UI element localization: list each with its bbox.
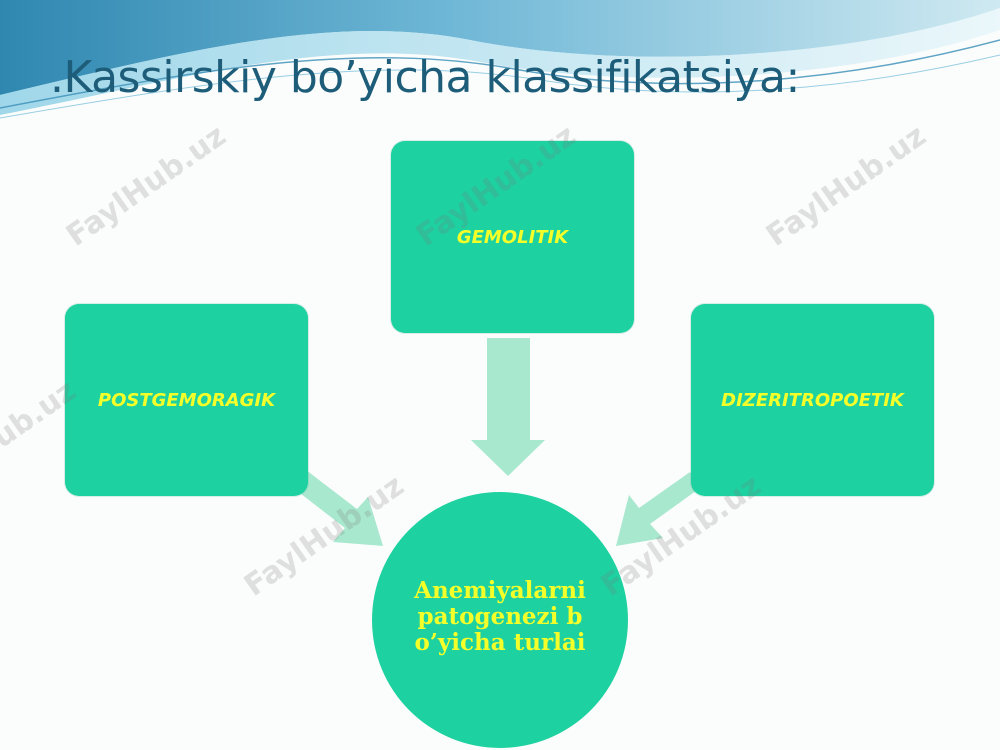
slide-title: .Kassirskiy bo’yicha klassifikatsiya:	[50, 52, 800, 103]
arrow-from-right	[616, 472, 700, 546]
node-gemolitik-label: GEMOLITIK	[456, 226, 569, 248]
center-node-label: Anemiyalarni patogenezi bo’yicha turlai	[414, 577, 586, 656]
arrow-from-left	[296, 470, 383, 546]
center-node: Anemiyalarni patogenezi bo’yicha turlai	[372, 492, 628, 748]
node-dizeritropoetik-label: DIZERITROPOETIK	[721, 389, 904, 411]
arrow-down-from-top	[471, 338, 545, 476]
node-postgemoragik-label: POSTGEMORAGIK	[97, 389, 276, 411]
node-dizeritropoetik: DIZERITROPOETIK	[691, 304, 934, 496]
node-postgemoragik: POSTGEMORAGIK	[65, 304, 308, 496]
node-gemolitik: GEMOLITIK	[391, 141, 634, 333]
header-wave-decoration	[0, 0, 1000, 140]
